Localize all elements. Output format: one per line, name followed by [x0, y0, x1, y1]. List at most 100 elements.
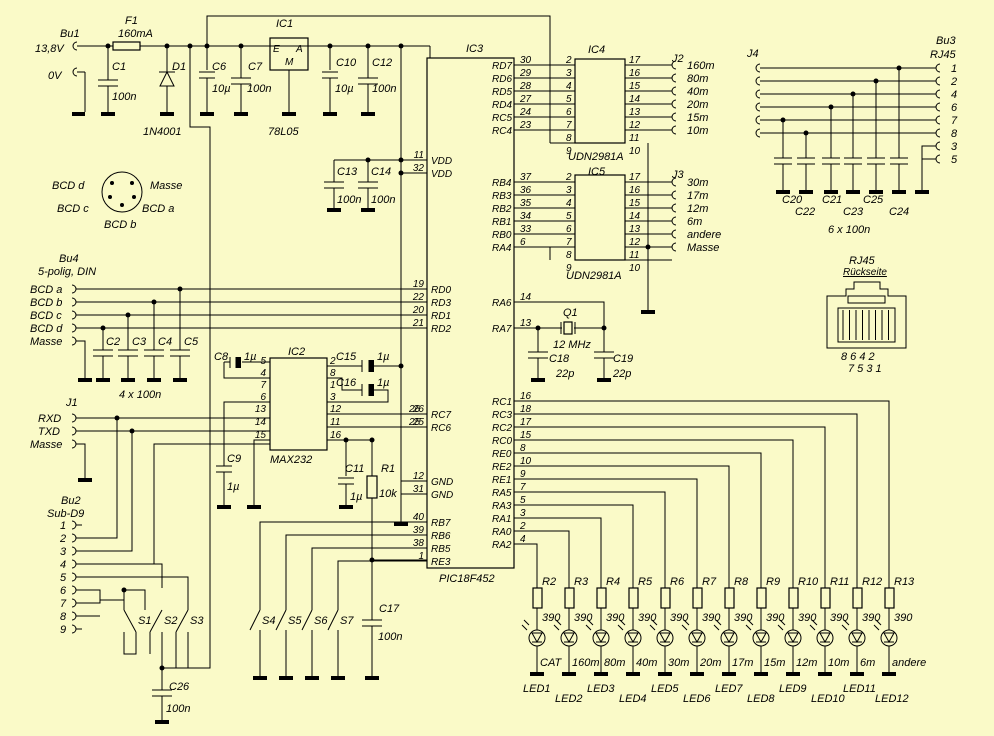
bu2-jack-8 [71, 611, 77, 621]
bu3-jack-2 [935, 76, 941, 86]
s2-name: S2 [164, 615, 177, 627]
bu2-jack-2 [71, 533, 77, 543]
j4-jack-0 [755, 63, 761, 73]
ic3-pin-num-ra7: 13 [520, 318, 532, 329]
c10-value: 10µ [335, 83, 354, 95]
led-band-led8: 15m [764, 657, 785, 669]
bu2-pin-5: 5 [60, 572, 67, 584]
resistor-r11 [820, 587, 831, 609]
ic5-pins-out-14: 14 [629, 211, 641, 222]
ic2-left-pin-7: 7 [260, 380, 266, 391]
ic4-pins-in-5: 5 [566, 94, 572, 105]
j4-jack-4 [755, 115, 761, 125]
din-label-bcdd: BCD d [52, 180, 85, 192]
ic3-pin-num-ra1: 3 [520, 508, 526, 519]
ic3-pin-name-rd7: RD7 [492, 61, 512, 72]
crystal-section: Q1 12 MHz C18 22p C19 22p [514, 301, 633, 382]
ic3-pin-name-rc5: RC5 [492, 113, 512, 124]
din-socket-view: BCD d Masse BCD c BCD a BCD b [52, 171, 182, 231]
j2-pins-jack-1 [671, 73, 677, 83]
rj45-rear-view: RJ45 Rückseite 8 6 4 2 7 5 3 1 [826, 255, 907, 375]
c7-value: 100n [247, 83, 271, 95]
ic4-pins-in-8: 8 [566, 133, 572, 144]
led-band-led1: CAT [540, 657, 562, 669]
j2-pins-label-3: 20m [686, 99, 708, 111]
resistor-name-r8: R8 [734, 576, 749, 588]
ic2-left-pin-14: 14 [255, 417, 267, 428]
ic3-pin-num-rb3: 36 [520, 185, 532, 196]
s5-name: S5 [288, 615, 302, 627]
ic3-pin-num-ra0: 2 [519, 521, 526, 532]
bu4-type: 5-polig, DIN [38, 266, 96, 278]
bu2-label: Bu2 [61, 495, 81, 507]
ic3-pin-num-rd7: 30 [520, 55, 532, 66]
bu4-section: Bu4 5-polig, DIN BCD a BCD b BCD c BCD d… [30, 253, 427, 401]
led-band-led9: 12m [796, 657, 817, 669]
bu4-pin-c: BCD c [30, 310, 62, 322]
ic1-pin-a: A [295, 44, 303, 55]
j2-pins-jack-0 [671, 60, 677, 70]
ic3-part: PIC18F452 [439, 573, 495, 585]
c10-name: C10 [336, 57, 357, 69]
j3-pins-label-1: 17m [687, 190, 708, 202]
c11-name: C11 [345, 463, 364, 475]
ic3-pin-num-rb1: 34 [520, 211, 532, 222]
rj45-row2: 7 5 3 1 [848, 363, 882, 375]
resistor-value-r13: 390 [894, 612, 913, 624]
led-band-led5: 30m [668, 657, 689, 669]
j2-pins-jack-4 [671, 112, 677, 122]
j2-pins-label-1: 80m [687, 73, 708, 85]
ic3-pin-num-ra6: 14 [520, 292, 532, 303]
ic3-pin-num-re3: 1 [418, 551, 424, 562]
ic4-pins-out-14: 14 [629, 94, 641, 105]
ic3-pin-num-rb7: 40 [413, 512, 425, 523]
ic2-name: IC2 [288, 346, 305, 358]
ic2-rc6-num: 25 [408, 417, 421, 428]
ic3-left-pins: 11VDD32VDD19RD022RD320RD121RD226RC725RC6… [412, 150, 453, 568]
s1-name: S1 [138, 615, 151, 627]
ic3-pin-num-rb0: 33 [520, 224, 532, 235]
j3-pins-label-0: 30m [687, 177, 708, 189]
ic3-pin-name-rb1: RB1 [492, 217, 511, 228]
fuse-f1 [112, 41, 141, 51]
ic5-name: IC5 [588, 166, 606, 178]
bu3-pin-8: 8 [951, 128, 958, 140]
led-band-led4: 40m [636, 657, 657, 669]
ic3-pin-name-rb6: RB6 [431, 531, 451, 542]
ic1-part: 78L05 [268, 126, 299, 138]
c20-name: C20 [782, 194, 803, 206]
ic5-pins-out-11: 11 [629, 250, 639, 261]
j1-label: J1 [65, 397, 78, 409]
led-name-led6: LED6 [683, 693, 711, 705]
c11-value: 1µ [350, 491, 362, 503]
led-symbol-led9 [784, 629, 802, 647]
ic3-pin-name-rc1: RC1 [492, 397, 512, 408]
ic3-pin-num-gnd: 31 [413, 484, 424, 495]
resistor-r3 [564, 587, 575, 609]
ic4-pins-out-17: 17 [629, 55, 641, 66]
j2-label: J2 [671, 53, 684, 65]
led-band-led3: 80m [604, 657, 625, 669]
ic3-pin-num-re0: 8 [520, 443, 526, 454]
ic3-pin-num-rd1: 20 [412, 305, 425, 316]
ic3-pin-name-vdd: VDD [431, 156, 452, 167]
led-band-led10: 10m [828, 657, 849, 669]
resistor-r5 [628, 587, 639, 609]
ic3-pin-name-rd6: RD6 [492, 74, 512, 85]
ic3-pin-num-rb6: 39 [413, 525, 425, 536]
ic3-pin-num-re2: 10 [520, 456, 532, 467]
led-band-led6: 20m [699, 657, 721, 669]
ic4-pins-in-2: 2 [565, 55, 572, 66]
ic5-pins-out-10: 10 [629, 263, 641, 274]
led-name-led9: LED9 [779, 683, 807, 695]
bu2-pin-9: 9 [60, 624, 66, 636]
c20to25-value: 6 x 100n [828, 224, 870, 236]
ic3-pin-name-re3: RE3 [431, 557, 451, 568]
bu3-pin-5: 5 [951, 154, 958, 166]
ic3-pin-num-vdd: 32 [413, 163, 425, 174]
led-band-led12: andere [892, 657, 926, 669]
ic3-name: IC3 [466, 43, 484, 55]
bu2-pin-4: 4 [60, 559, 66, 571]
